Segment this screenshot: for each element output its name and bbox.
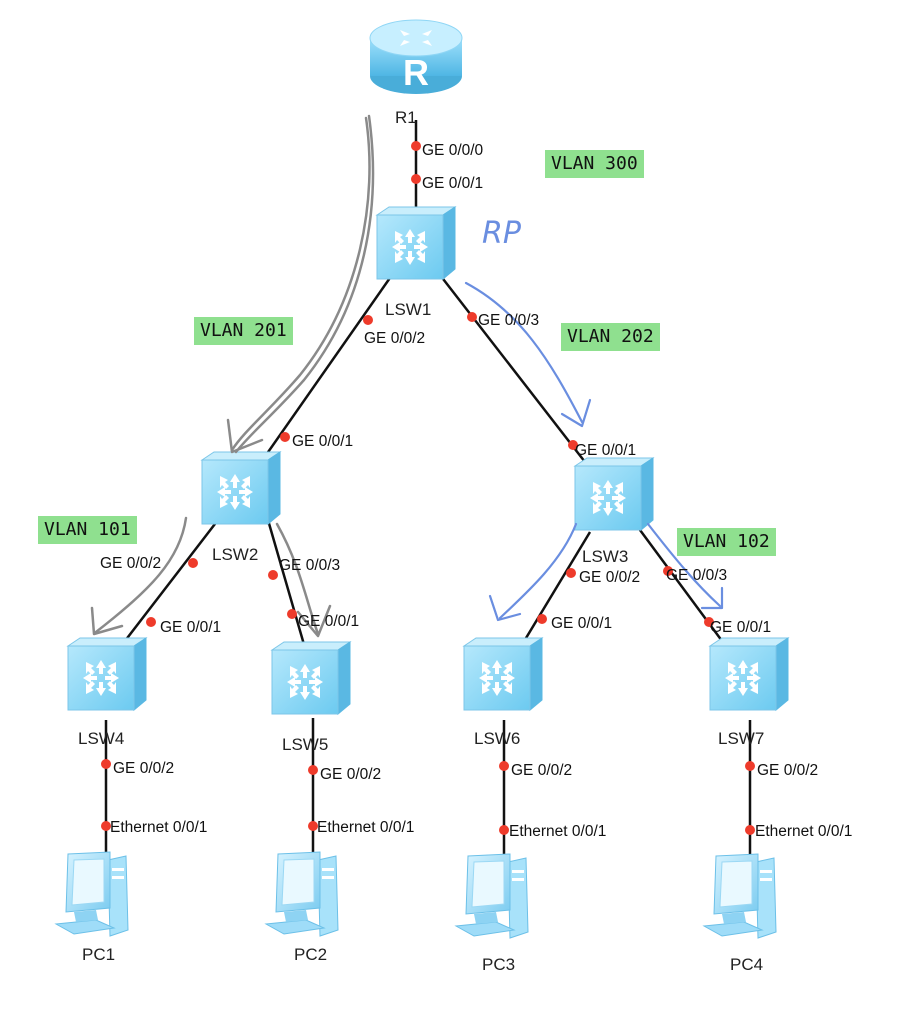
gray-arrowhead xyxy=(296,604,332,638)
gray-arrow-lsw1-lsw2 xyxy=(230,116,371,452)
switch-lsw3[interactable] xyxy=(574,457,654,531)
port-dot xyxy=(287,609,297,619)
port-label: GE 0/0/1 xyxy=(422,175,483,192)
port-dot xyxy=(268,570,278,580)
port-dot xyxy=(568,440,578,450)
port-dot xyxy=(363,315,373,325)
switch-lsw1[interactable] xyxy=(376,206,456,280)
label-lsw1: LSW1 xyxy=(385,300,431,319)
vlan-label-201: VLAN 201 xyxy=(194,317,293,345)
port-label: GE 0/0/2 xyxy=(511,762,572,779)
router-arrows-icon xyxy=(400,30,432,46)
pc-pc3[interactable] xyxy=(455,853,529,939)
port-label: GE 0/0/2 xyxy=(100,555,161,572)
port-dot xyxy=(146,617,156,627)
gray-arrowhead xyxy=(226,418,264,454)
label-pc1: PC1 xyxy=(82,945,115,964)
blue-arrow-lsw1-lsw3 xyxy=(464,281,584,424)
port-dot xyxy=(745,825,755,835)
vlan-label-101: VLAN 101 xyxy=(38,516,137,544)
port-label: GE 0/0/3 xyxy=(279,557,340,574)
label-pc4: PC4 xyxy=(730,955,763,974)
router-r-glyph-icon: R xyxy=(403,52,429,93)
pc-pc4[interactable] xyxy=(703,853,777,939)
switch-lsw7[interactable] xyxy=(709,637,789,711)
port-label: GE 0/0/1 xyxy=(160,619,221,636)
switch-lsw6[interactable] xyxy=(463,637,543,711)
port-label: GE 0/0/3 xyxy=(666,567,727,584)
label-lsw4: LSW4 xyxy=(78,729,124,748)
switch-lsw4[interactable] xyxy=(67,637,147,711)
port-label: Ethernet 0/0/1 xyxy=(755,823,852,840)
vlan-label-102: VLAN 102 xyxy=(677,528,776,556)
label-lsw7: LSW7 xyxy=(718,729,764,748)
label-lsw2: LSW2 xyxy=(212,545,258,564)
label-r1: R1 xyxy=(395,108,417,127)
port-dot xyxy=(188,558,198,568)
port-label: GE 0/0/1 xyxy=(710,619,771,636)
router-r1[interactable]: R xyxy=(369,19,463,94)
port-dot xyxy=(467,312,477,322)
label-lsw3: LSW3 xyxy=(582,547,628,566)
label-lsw5: LSW5 xyxy=(282,735,328,754)
rp-annotation: RP xyxy=(482,216,521,251)
port-dot xyxy=(663,566,673,576)
port-label: GE 0/0/1 xyxy=(298,613,359,630)
port-label: GE 0/0/1 xyxy=(575,442,636,459)
link-lsw1-lsw3 xyxy=(439,274,586,463)
gray-arrow-stroke2 xyxy=(234,114,375,454)
vlan-label-202: VLAN 202 xyxy=(561,323,660,351)
port-label: GE 0/0/2 xyxy=(320,766,381,783)
switch-lsw2[interactable] xyxy=(201,451,281,525)
port-dot xyxy=(411,174,421,184)
links xyxy=(104,120,752,862)
port-dot xyxy=(745,761,755,771)
label-lsw6: LSW6 xyxy=(474,729,520,748)
port-dot xyxy=(308,821,318,831)
port-dot xyxy=(537,614,547,624)
port-label: Ethernet 0/0/1 xyxy=(509,823,606,840)
port-dot xyxy=(101,821,111,831)
port-label: GE 0/0/0 xyxy=(422,142,484,159)
label-pc2: PC2 xyxy=(294,945,327,964)
gray-flow-arrows xyxy=(90,114,375,638)
gray-arrow-lsw2-lsw5 xyxy=(275,522,320,636)
gray-arrow-lsw2-lsw4 xyxy=(94,516,188,634)
port-label: GE 0/0/3 xyxy=(478,312,539,329)
port-label: GE 0/0/1 xyxy=(292,433,353,450)
port-dot xyxy=(499,825,509,835)
link-lsw1-lsw2 xyxy=(243,274,394,486)
port-dot xyxy=(101,759,111,769)
label-pc3: PC3 xyxy=(482,955,515,974)
blue-arrowhead xyxy=(488,594,522,622)
port-label: Ethernet 0/0/1 xyxy=(110,819,207,836)
port-label: GE 0/0/2 xyxy=(113,760,174,777)
blue-flow-arrows xyxy=(464,281,724,622)
port-dot xyxy=(704,617,714,627)
port-dot xyxy=(499,761,509,771)
port-dot xyxy=(308,765,318,775)
port-dots xyxy=(101,141,755,835)
port-dot xyxy=(280,432,290,442)
port-label: GE 0/0/2 xyxy=(364,330,425,347)
switch-lsw5[interactable] xyxy=(271,641,351,715)
port-label: GE 0/0/1 xyxy=(551,615,612,632)
blue-arrow-lsw3-lsw6 xyxy=(498,522,578,620)
link-lsw2-lsw5 xyxy=(266,519,307,649)
pc-pc2[interactable] xyxy=(265,851,339,937)
port-dot xyxy=(411,141,421,151)
blue-arrowhead xyxy=(560,398,592,428)
port-dot xyxy=(566,568,576,578)
port-label: GE 0/0/2 xyxy=(757,762,818,779)
port-label: Ethernet 0/0/1 xyxy=(317,819,414,836)
blue-arrow-lsw3-lsw7 xyxy=(646,522,722,608)
link-lsw2-lsw4 xyxy=(117,519,219,651)
blue-arrowhead xyxy=(700,586,724,610)
pc-pc1[interactable] xyxy=(55,851,129,937)
vlan-label-300: VLAN 300 xyxy=(545,150,644,178)
link-lsw3-lsw6 xyxy=(518,531,592,649)
port-label: GE 0/0/2 xyxy=(579,569,640,586)
gray-arrowhead xyxy=(90,606,124,636)
